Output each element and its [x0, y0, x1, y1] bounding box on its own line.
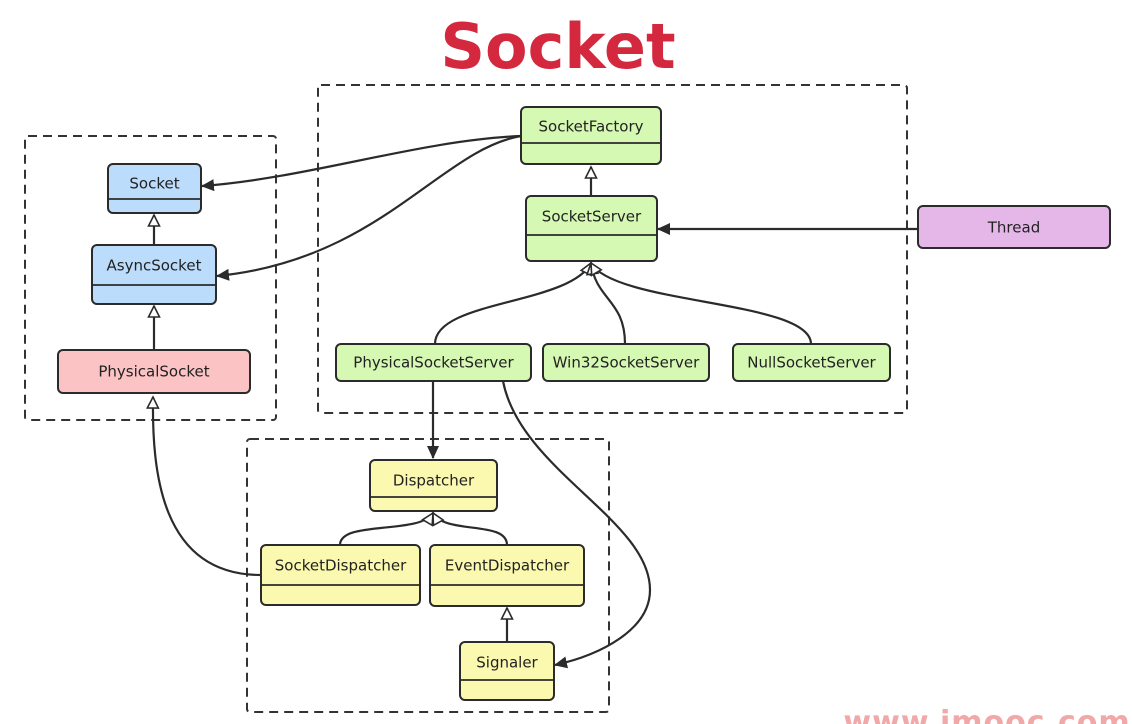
- edge-socketdispatcher-to-physicalsocket: [146, 395, 262, 577]
- socket-server-group-box: [317, 84, 908, 414]
- node-socket: Socket: [107, 163, 202, 214]
- node-win32-socket-server-label: Win32SocketServer: [553, 354, 700, 372]
- node-socket-server-label: SocketServer: [542, 208, 642, 226]
- node-socket-factory: SocketFactory: [520, 106, 662, 165]
- dispatcher-group-box: [246, 438, 610, 713]
- node-dispatcher: Dispatcher: [369, 459, 498, 512]
- node-null-socket-server-label: NullSocketServer: [747, 354, 876, 372]
- node-signaler-label: Signaler: [476, 654, 538, 672]
- watermark: www.imooc.com: [843, 705, 1130, 724]
- node-win32-socket-server: Win32SocketServer: [542, 343, 710, 382]
- edge-nullsocketserver-to-socketserver: [590, 261, 813, 345]
- node-socket-dispatcher: SocketDispatcher: [260, 544, 421, 606]
- edge-win32socketserver-to-socketserver: [585, 261, 627, 345]
- node-null-socket-server: NullSocketServer: [732, 343, 891, 382]
- node-dispatcher-label: Dispatcher: [393, 472, 475, 490]
- node-event-dispatcher: EventDispatcher: [429, 544, 585, 607]
- page-title: Socket: [440, 10, 675, 83]
- node-physical-socket-server: PhysicalSocketServer: [335, 343, 532, 382]
- node-async-socket-label: AsyncSocket: [107, 257, 202, 275]
- node-thread: Thread: [917, 205, 1111, 249]
- edge-physicalsocketserver-to-signaler: [501, 380, 652, 669]
- socket-group-box: [24, 135, 277, 421]
- edge-socketfactory-to-asyncsocket: [216, 134, 522, 281]
- node-async-socket: AsyncSocket: [91, 244, 217, 305]
- node-socket-server: SocketServer: [525, 195, 658, 262]
- node-physical-socket: PhysicalSocket: [57, 349, 251, 394]
- node-thread-label: Thread: [987, 219, 1040, 237]
- node-physical-socket-server-label: PhysicalSocketServer: [353, 354, 514, 372]
- edges: [146, 134, 918, 669]
- node-physical-socket-label: PhysicalSocket: [98, 363, 209, 381]
- edge-socketfactory-to-socket: [201, 134, 522, 192]
- node-socket-dispatcher-label: SocketDispatcher: [275, 557, 407, 575]
- edge-socketdispatcher-to-dispatcher: [338, 511, 434, 546]
- edge-eventdispatcher-to-dispatcher: [432, 511, 509, 546]
- node-socket-factory-label: SocketFactory: [539, 118, 644, 136]
- node-signaler: Signaler: [459, 641, 555, 701]
- node-socket-label: Socket: [129, 175, 179, 193]
- edge-physicalsocketserver-to-socketserver: [433, 261, 592, 345]
- node-event-dispatcher-label: EventDispatcher: [445, 557, 570, 575]
